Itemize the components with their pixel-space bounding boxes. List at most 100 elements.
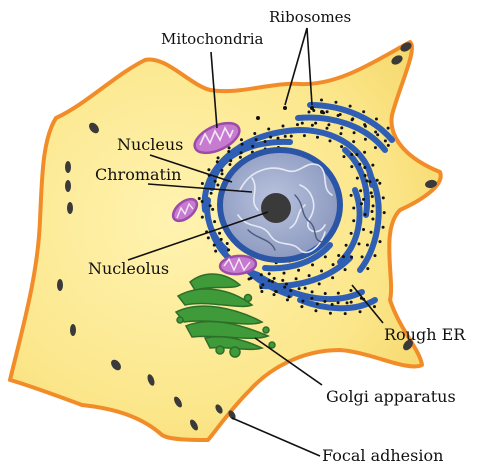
ribosome-dot xyxy=(217,156,220,159)
ribosome-dot xyxy=(371,210,374,213)
ribosome-dot xyxy=(350,165,353,168)
ribosome-dot xyxy=(304,287,307,290)
ribosome-dot xyxy=(387,127,390,130)
ribosome-dot xyxy=(303,134,306,137)
ribosome-dot xyxy=(268,279,271,282)
ribosome-dot xyxy=(300,305,303,308)
ribosome-dot xyxy=(339,113,342,116)
ribosome-dot xyxy=(209,204,212,207)
ribosome-dot xyxy=(220,169,223,172)
ribosome-dot xyxy=(311,263,314,266)
ribosome-dot xyxy=(290,135,293,138)
ribosome-dot xyxy=(284,135,287,138)
ribosome-dot xyxy=(260,273,263,276)
ribosome-dot xyxy=(227,248,230,251)
ribosome-dot xyxy=(368,180,371,183)
ribosome-dot xyxy=(216,160,219,163)
ribosome-dot xyxy=(375,118,378,121)
ribosome-dot xyxy=(361,255,364,258)
ribosome-dot xyxy=(328,139,331,142)
ribosome-dot xyxy=(276,137,279,140)
ribosome-dot xyxy=(220,238,223,241)
ribosome-dot xyxy=(382,226,385,229)
ribosome-dot xyxy=(339,132,342,135)
label-golgi-apparatus: Golgi apparatus xyxy=(326,387,456,406)
ribosome-dot xyxy=(310,297,313,300)
ribosome-dot xyxy=(229,159,232,162)
ribosome-dot xyxy=(373,305,376,308)
ribosome-dot xyxy=(344,312,347,315)
ribosome-dot xyxy=(311,124,314,127)
ribosome-dot xyxy=(366,243,369,246)
ribosome-dot xyxy=(372,204,375,207)
label-ribosomes: Ribosomes xyxy=(269,8,351,26)
ribosome-dot xyxy=(329,312,332,315)
ribosome-dot xyxy=(349,105,352,108)
focal-adhesion xyxy=(67,202,73,214)
ribosome-dot xyxy=(326,110,329,113)
ribosome-dot xyxy=(316,136,319,139)
ribosome-dot xyxy=(344,268,347,271)
ribosome-dot xyxy=(379,240,382,243)
ribosome-dot xyxy=(260,286,263,289)
ribosome-dot xyxy=(201,200,204,203)
ribosome-dot xyxy=(363,123,366,126)
ribosome-dot xyxy=(255,138,258,141)
ribosome-dot xyxy=(260,290,263,293)
ribosome-dot xyxy=(214,180,217,183)
ribosome-dot xyxy=(308,274,311,277)
ribosome-dot xyxy=(214,250,217,253)
ribosome-dot xyxy=(318,282,321,285)
ribosome-dot xyxy=(334,101,337,104)
ribosome-dot xyxy=(374,146,377,149)
ribosome-dot xyxy=(297,269,300,272)
ribosome-dot xyxy=(340,126,343,129)
label-chromatin: Chromatin xyxy=(95,165,181,184)
ribosome-dot xyxy=(371,218,374,221)
ribosome-dot xyxy=(340,145,343,148)
ribosome-dot xyxy=(351,117,354,120)
ribosome-dot xyxy=(383,211,386,214)
ribosome-dot xyxy=(371,195,374,198)
ribosome-dot xyxy=(261,283,264,286)
ribosome-dot xyxy=(350,256,353,259)
ribosome-dot xyxy=(370,191,373,194)
ribosome-dot xyxy=(268,272,271,275)
focal-adhesion xyxy=(57,279,63,291)
ribosome-dot xyxy=(240,138,243,141)
ribosome-dot xyxy=(273,293,276,296)
label-nucleus: Nucleus xyxy=(117,135,183,154)
ribosome-dot xyxy=(281,279,284,282)
ribosome-dot xyxy=(207,236,210,239)
ribosome-dot xyxy=(364,138,367,141)
ribosome-dot xyxy=(378,182,381,185)
ribosome-dot xyxy=(342,155,345,158)
ribosome-dot xyxy=(240,151,243,154)
ribosome-dot xyxy=(296,123,299,126)
ribosome-dot xyxy=(228,163,231,166)
ribosome-dot xyxy=(387,144,390,147)
label-nucleolus: Nucleolus xyxy=(88,259,169,278)
ribosome-dot xyxy=(337,254,340,257)
ribosome-dot xyxy=(310,106,314,110)
ribosome-dot xyxy=(364,174,367,177)
ribosome-dot xyxy=(314,309,317,312)
ribosome-dot xyxy=(362,228,365,231)
ribosome-dot xyxy=(350,301,353,304)
focal-adhesion xyxy=(70,324,76,336)
ribosome-dot xyxy=(350,194,353,197)
label-rough-er: Rough ER xyxy=(384,325,466,344)
ribosome-dot xyxy=(282,125,285,128)
ribosome-dot xyxy=(355,153,358,156)
ribosome-dot xyxy=(342,255,345,258)
ribosome-dot xyxy=(251,145,254,148)
ribosome-dot xyxy=(376,133,379,136)
focal-adhesion xyxy=(65,180,71,192)
ribosome-dot xyxy=(213,244,216,247)
ribosome-dot xyxy=(359,189,362,192)
ribosome-dot xyxy=(256,116,260,120)
ribosome-dot xyxy=(267,127,270,130)
ribosome-dot xyxy=(314,122,317,125)
ribosome-dot xyxy=(216,184,219,187)
